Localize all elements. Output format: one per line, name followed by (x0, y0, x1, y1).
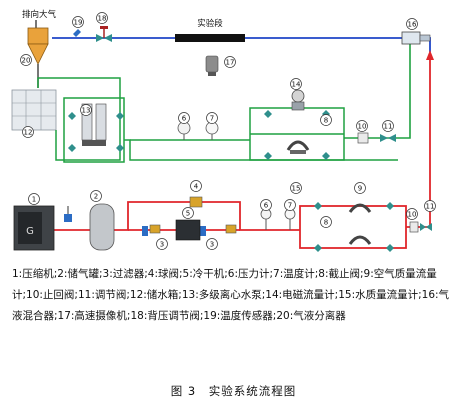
number-badge-labels: 1 2 3 3 4 5 6 7 8 9 10 11 12 13 14 15 16… (22, 15, 435, 249)
test-section-label: 实验段 (197, 18, 223, 29)
figure-title: 图 3 实验系统流程图 (170, 384, 297, 398)
svg-text:9: 9 (358, 185, 362, 193)
svg-text:10: 10 (358, 123, 367, 131)
svg-text:8: 8 (324, 219, 328, 227)
number-badges (20, 12, 436, 250)
air-receiver-tank (89, 203, 115, 251)
liquid-pressure-gauge (177, 121, 191, 140)
svg-text:7: 7 (288, 202, 292, 210)
svg-text:10: 10 (408, 211, 417, 219)
multistage-pump (81, 103, 107, 146)
svg-text:18: 18 (98, 15, 107, 23)
svg-text:11: 11 (384, 123, 393, 131)
compressor-sensor (64, 206, 72, 222)
svg-text:12: 12 (24, 129, 33, 137)
back-pressure-valve (96, 26, 112, 42)
svg-text:13: 13 (82, 107, 91, 115)
gas-liquid-separator (27, 27, 49, 88)
water-mass-flowmeter (286, 140, 310, 154)
component-legend: 1:压缩机;2:储气罐;3:过滤器;4:球阀;5:冷干机;6:压力计;7:温度计… (12, 268, 450, 322)
svg-text:11: 11 (426, 203, 435, 211)
liquid-control-valve (380, 134, 396, 142)
svg-text:3: 3 (160, 241, 164, 249)
gas-liquid-mixer (401, 31, 431, 45)
high-speed-camera (205, 55, 219, 76)
svg-text:6: 6 (264, 202, 269, 210)
svg-text:6: 6 (182, 115, 187, 123)
svg-text:8: 8 (324, 117, 328, 125)
gas-check-valve (409, 221, 419, 233)
gas-thermometer (284, 208, 296, 230)
svg-text:15: 15 (292, 185, 301, 193)
air-compressor: G (13, 205, 55, 251)
filter (142, 226, 206, 236)
test-section-tube (175, 34, 245, 42)
refrigerated-dryer (175, 219, 201, 241)
svg-text:20: 20 (22, 57, 31, 65)
ball-valve-small (149, 224, 237, 234)
svg-text:3: 3 (210, 241, 214, 249)
ball-valve (189, 196, 203, 208)
svg-text:16: 16 (408, 21, 417, 29)
water-tank (11, 89, 57, 131)
shutoff-valves (68, 110, 330, 160)
gas-pressure-gauge (260, 208, 272, 230)
gas-control-valve (420, 223, 432, 231)
svg-text:G: G (26, 226, 34, 237)
svg-text:1: 1 (32, 196, 36, 204)
air-mass-flowmeter (348, 203, 372, 245)
svg-text:17: 17 (226, 59, 235, 67)
liquid-thermometer (205, 121, 219, 140)
svg-text:4: 4 (194, 183, 199, 191)
flow-diagram: 实验段 排向大气 (11, 9, 436, 252)
svg-text:5: 5 (186, 210, 190, 218)
exhaust-label: 排向大气 (22, 9, 57, 20)
svg-text:7: 7 (210, 115, 214, 123)
svg-text:19: 19 (74, 19, 83, 27)
temperature-sensor (73, 29, 81, 37)
svg-text:2: 2 (94, 193, 98, 201)
svg-text:14: 14 (292, 81, 301, 89)
flow-arrow (426, 50, 434, 60)
liquid-return-line (398, 44, 411, 139)
electromagnetic-flowmeter (291, 89, 305, 111)
liquid-check-valve (357, 132, 369, 144)
gas-shutoff-valves (314, 202, 394, 252)
